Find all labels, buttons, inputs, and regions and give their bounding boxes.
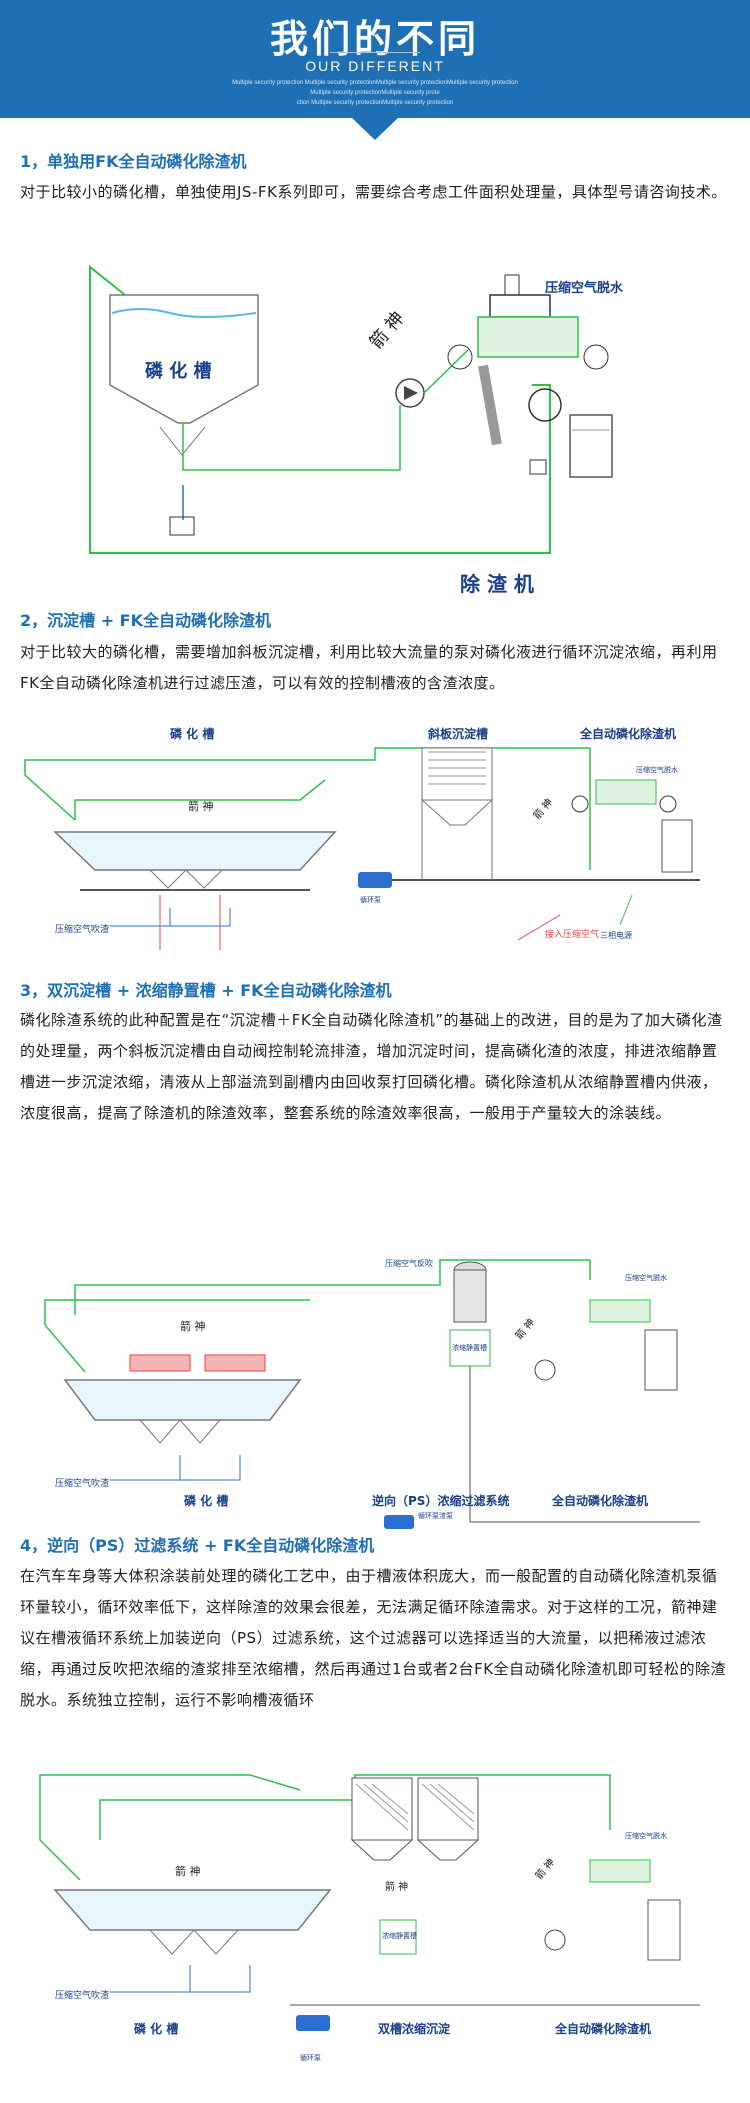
diagram-2-machine-label: 全自动磷化除渣机: [579, 726, 676, 741]
diagram-4-brand-2: 箭 神: [385, 1880, 408, 1893]
diagram-4-brand: 箭 神: [175, 1864, 201, 1878]
section-4-text: 在汽车车身等大体积涂装前处理的磷化工艺中，由于槽液体积庞大，而一般配置的自动磷化…: [20, 1567, 727, 1709]
diagram-2-settle-label: 斜板沉淀槽: [427, 726, 488, 741]
diagram-3-machine-label: 全自动磷化除渣机: [552, 1494, 649, 1508]
phosphating-tank: [109, 294, 259, 424]
section-3-heading: 3，双沉淀槽 + 浓缩静置槽 + FK全自动磷化除渣机: [20, 981, 392, 1000]
banner-notch: [352, 118, 398, 140]
dewatering-machine: [477, 316, 579, 358]
diagram-3-tank-label: 磷 化 槽: [184, 1494, 229, 1508]
ps-filter: [453, 1269, 487, 1323]
diagram-2-brand-2: 箭 神: [530, 796, 555, 822]
residue-bin: [661, 819, 693, 873]
diagram-4-blow-label: 压缩空气吹渣: [55, 1989, 109, 2001]
diagram-3-brand-2: 箭 神: [512, 1316, 537, 1342]
phosphating-tank: [63, 1379, 302, 1421]
banner-tagline-3: ction Multiple security protectionMultip…: [296, 100, 454, 106]
diagram-3-brand: 箭 神: [180, 1319, 206, 1333]
car-body-2: [204, 1354, 266, 1372]
diagram-4-air-label: 压缩空气脱水: [625, 1831, 667, 1840]
dewatering-machine: [589, 1299, 651, 1323]
diagram-3-pump-label: 循环泵渣泵: [418, 1511, 453, 1520]
residue-bin: [644, 1329, 678, 1391]
settling-tank-b: [417, 1777, 479, 1841]
phosphating-tank: [53, 831, 337, 871]
diagram-3: 箭 神 压缩空气吹渣 浓缩静置槽 压缩空气反吹 循环泵渣泵 箭 神 压缩空气脱水: [44, 1258, 700, 1529]
phosphating-tank: [53, 1889, 332, 1931]
diagram-2-air-label: 压缩空气脱水: [636, 765, 678, 774]
section-2-heading: 2，沉淀槽 + FK全自动磷化除渣机: [20, 611, 272, 630]
banner-subtitle: OUR DIFFERENT: [305, 58, 445, 74]
circulation-pump: [384, 1515, 414, 1529]
diagram-4-pump-label: 循环泵: [300, 2053, 321, 2062]
section-3-text: 磷化除渣系统的此种配置是在“沉淀槽＋FK全自动磷化除渣机”的基础上的改进，目的是…: [20, 1011, 723, 1122]
section-1-heading: 1，单独用FK全自动磷化除渣机: [20, 152, 247, 171]
header-banner: 我们的不同 OUR DIFFERENT Multiple security pr…: [0, 0, 750, 140]
diagram-4-mid-label: 浓缩静置槽: [382, 1931, 417, 1940]
section-2-text: 对于比较大的磷化槽，需要增加斜板沉淀槽，利用比较大流量的泵对磷化液进行循环沉淀浓…: [20, 643, 718, 692]
diagram-1-brand: 箭 神: [366, 308, 409, 353]
residue-bin: [569, 414, 613, 478]
banner-title: 我们的不同: [269, 17, 480, 61]
diagram-4: 箭 神 压缩空气吹渣 浓缩静置槽 箭 神 循环泵 箭 神 压缩空气脱水: [39, 1774, 700, 2062]
diagram-2: 磷 化 槽 斜板沉淀槽 全自动磷化除渣机 箭 神 压缩空气吹渣 循环泵 压缩空气…: [24, 726, 700, 950]
circulation-pump: [296, 2015, 330, 2031]
diagram-2-air-access: 接入压缩空气: [545, 928, 599, 940]
diagram-3-ps-label: 逆向（PS）浓缩过滤系统: [372, 1494, 510, 1508]
diagram-1-tank-label: 磷 化 槽: [145, 360, 212, 382]
banner-tagline-1: Multiple security protection Multiple se…: [232, 80, 518, 86]
section-4-heading: 4，逆向（PS）过滤系统 + FK全自动磷化除渣机: [20, 1536, 375, 1555]
car-body-1: [129, 1354, 191, 1372]
banner-tagline-2: Multiple security protectionMultiple sec…: [310, 90, 440, 96]
diagram-2-blow-label: 压缩空气吹渣: [55, 923, 109, 935]
settling-tank-a: [351, 1777, 413, 1841]
settling-tank: [449, 1329, 491, 1367]
diagram-4-brand-3: 箭 神: [532, 1856, 557, 1882]
diagram-4-tank-label: 磷 化 槽: [134, 2022, 179, 2036]
concentration-tank: [379, 1919, 417, 1955]
inclined-settling-tank: [421, 747, 493, 801]
diagram-3-mid-label: 浓缩静置槽: [452, 1343, 487, 1352]
residue-bin: [647, 1899, 681, 1961]
circulation-pump: [358, 872, 392, 888]
dewatering-machine: [589, 1859, 651, 1883]
banner-divider: [330, 52, 420, 53]
diagram-2-tank-label: 磷 化 槽: [170, 726, 214, 741]
diagram-4-machine-label: 全自动磷化除渣机: [555, 2022, 652, 2036]
section-1-text: 对于比较小的磷化槽，单独使用JS-FK系列即可，需要综合考虑工件面积处理量，具体…: [20, 183, 727, 201]
diagram-1-air-label: 压缩空气脱水: [545, 280, 624, 296]
dewatering-machine: [595, 779, 657, 805]
diagram-1-machine-label: 除 渣 机: [460, 572, 534, 596]
diagram-3-air-back: 压缩空气反吹: [385, 1258, 433, 1268]
diagram-4-double-label: 双槽浓缩沉淀: [378, 2022, 451, 2036]
diagram-3-blow-label: 压缩空气吹渣: [55, 1477, 109, 1489]
diagram-2-power: 三相电源: [600, 930, 632, 940]
diagram-2-brand: 箭 神: [188, 799, 214, 813]
diagram-2-pump-label: 循环泵: [360, 895, 381, 904]
diagram-1: 磷 化 槽 箭 神 压缩空气脱水 除 渣 机: [89, 264, 624, 596]
diagram-3-air-label: 压缩空气脱水: [625, 1273, 667, 1282]
